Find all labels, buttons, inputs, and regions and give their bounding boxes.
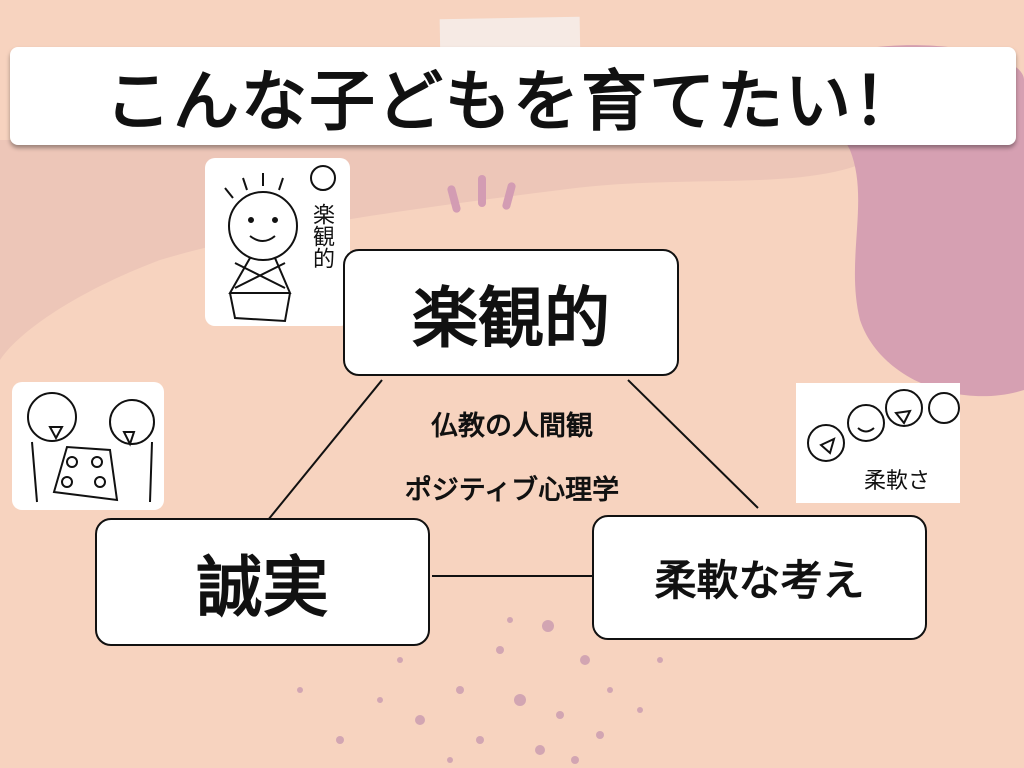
center-text-buddhist-view: 仏教の人間観: [431, 411, 593, 442]
two-people-talking-icon: [27, 392, 155, 503]
dash-marks: [447, 175, 516, 213]
optimistic-caption: 楽観的: [309, 203, 334, 269]
flexible-people-icon: [807, 389, 960, 462]
triangle-lines: [267, 379, 759, 577]
optimistic-person-icon: [224, 165, 336, 323]
dot-spray: [297, 617, 663, 764]
optimistic-illustration: 楽観的: [205, 158, 350, 326]
node-optimistic: 楽観的: [343, 249, 679, 376]
flexible-illustration: 柔軟さ: [796, 383, 960, 503]
page-title: こんな子どもを育てたい！: [10, 47, 1016, 145]
node-flexible-thinking: 柔軟な考え: [592, 515, 927, 640]
honest-illustration: [12, 382, 164, 510]
node-honest: 誠実: [95, 518, 430, 646]
flexible-caption: 柔軟さ: [864, 469, 931, 494]
center-text-positive-psychology: ポジティブ心理学: [404, 475, 620, 506]
